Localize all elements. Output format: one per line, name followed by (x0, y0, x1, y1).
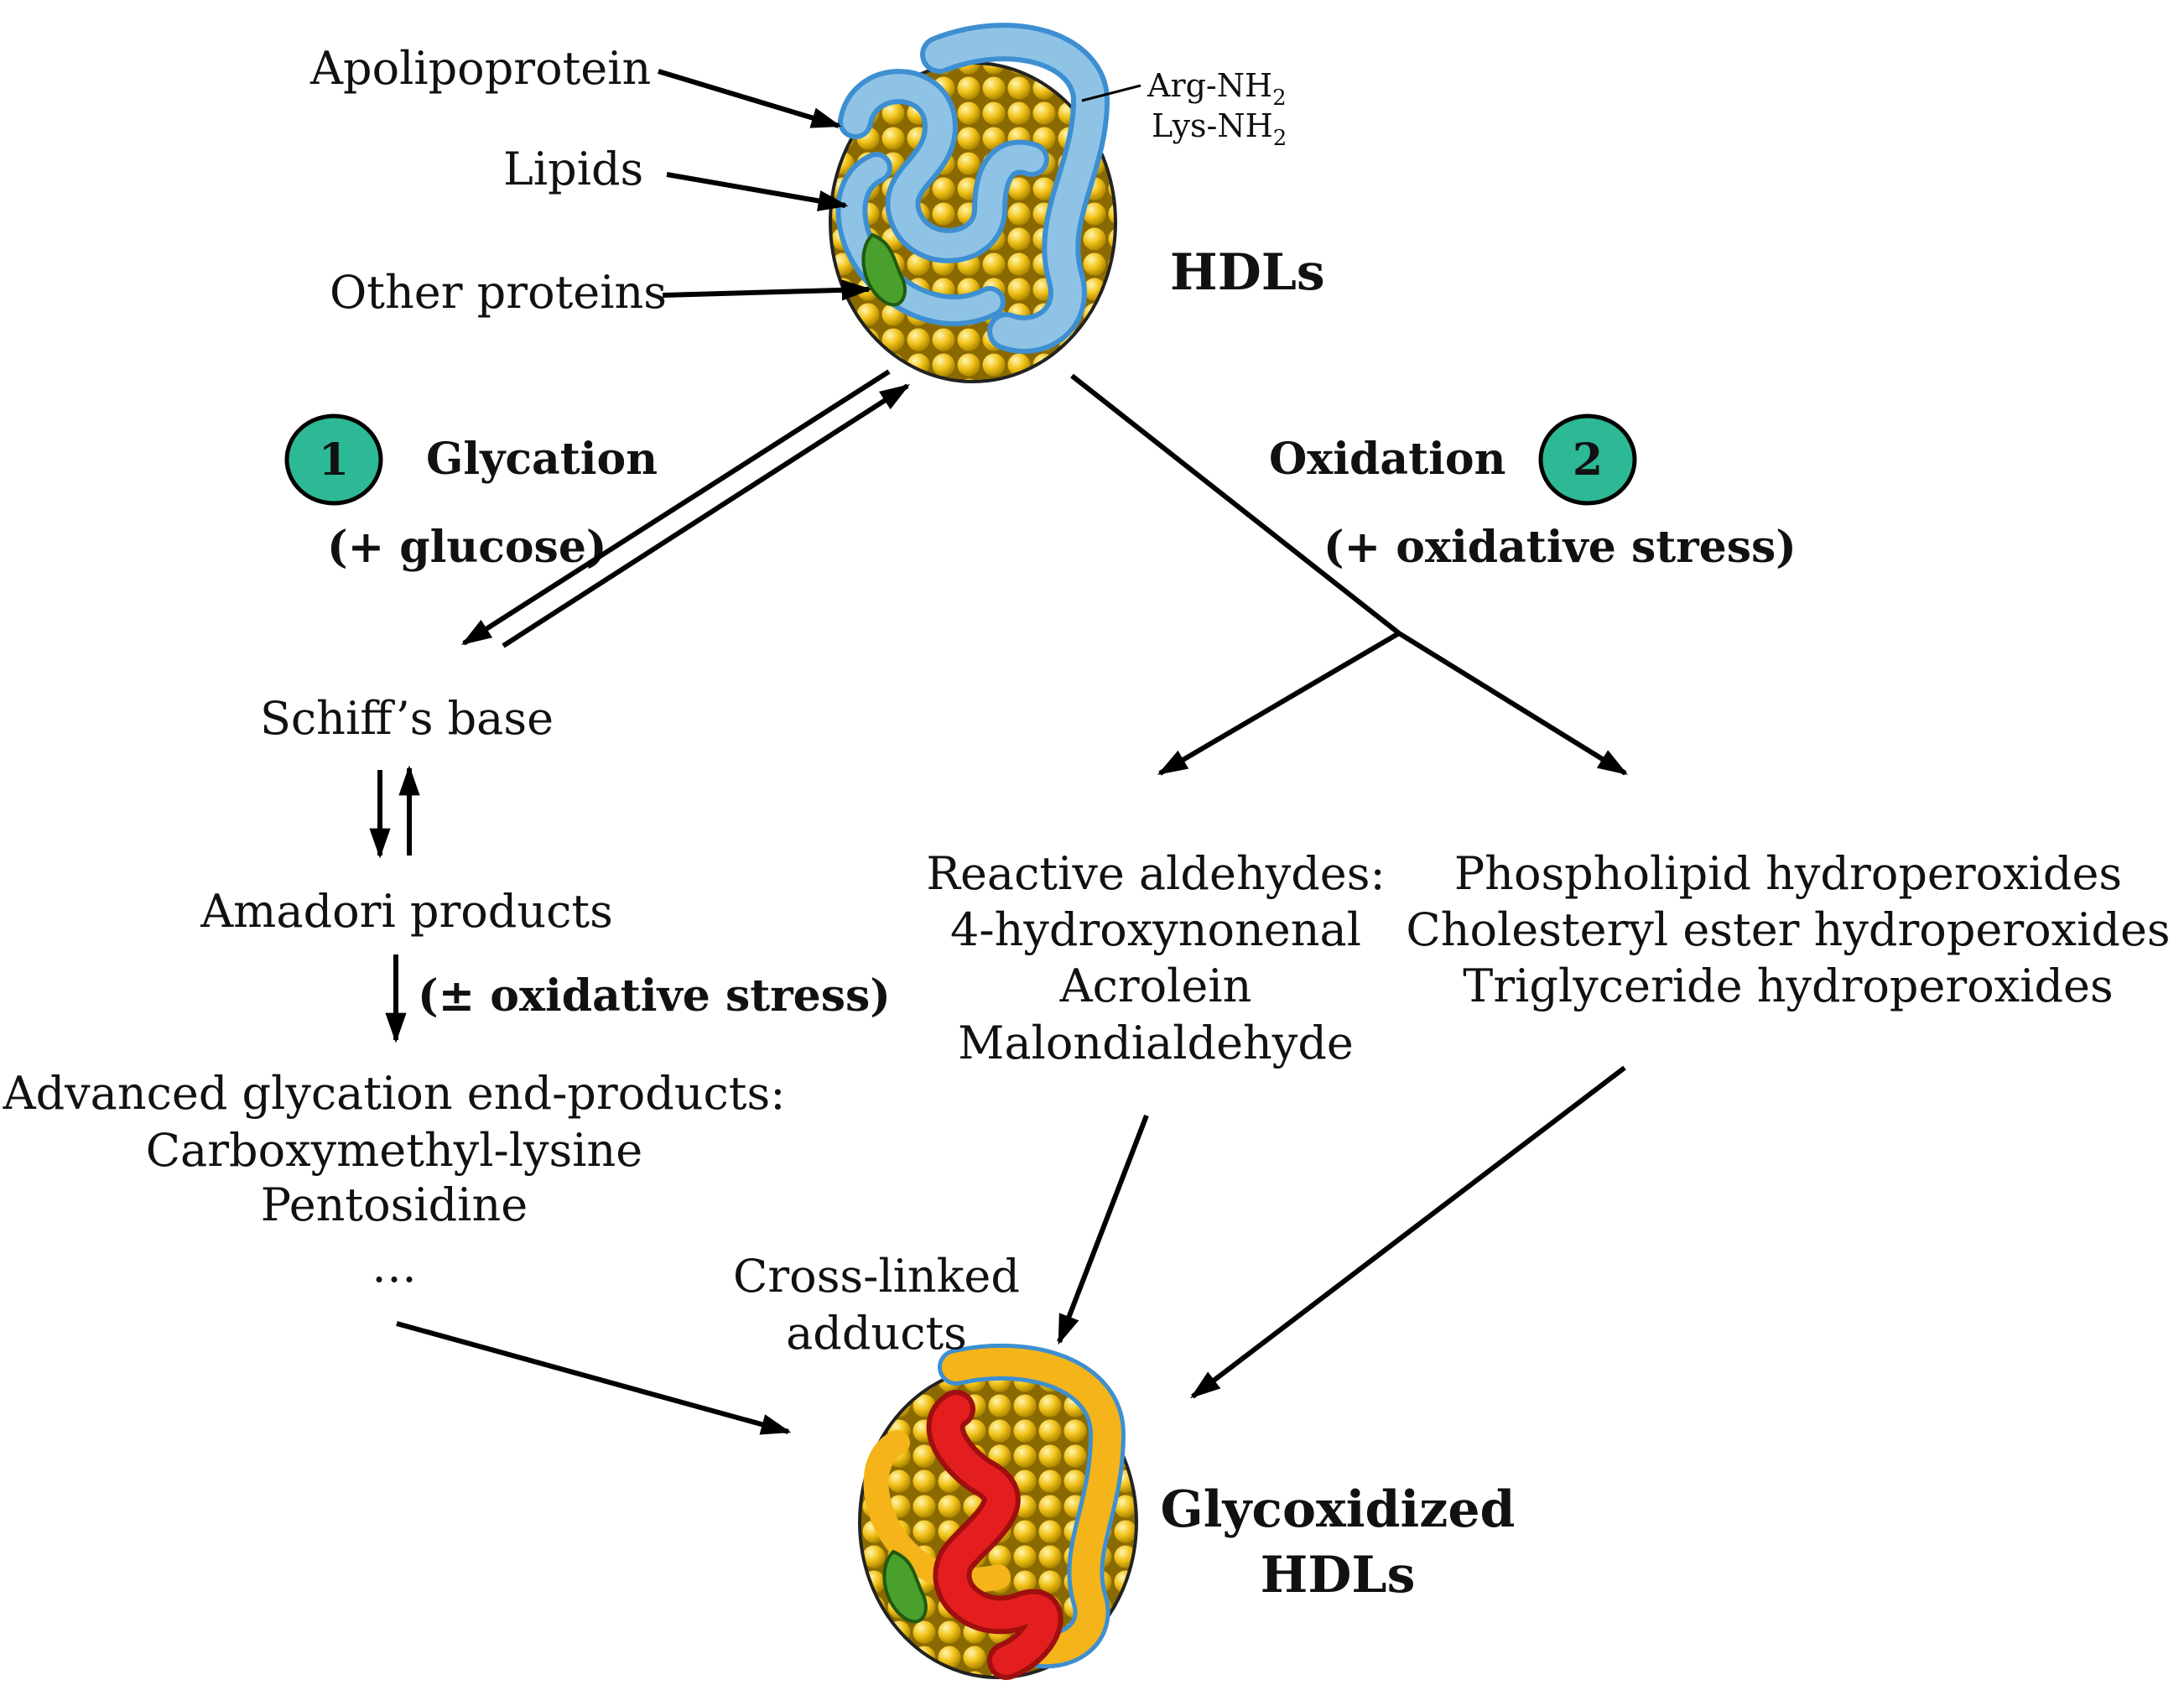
label-aldehyde-item-3: Malondialdehyde (958, 1017, 1354, 1069)
label-age-item-3: … (372, 1240, 417, 1293)
label-glucose: (+ glucose) (327, 522, 607, 573)
arrow-to-hydroperoxides (1397, 631, 1629, 776)
badge-glycation: 1 (284, 413, 383, 506)
glycation-step-number: 1 (319, 434, 349, 486)
arrow-to-aldehydes (1157, 631, 1401, 776)
residue-leader-line (1081, 84, 1141, 102)
label-hydroperoxide-2: Cholesteryl ester hydroperoxides (1406, 903, 2170, 956)
label-glycation: Glycation (426, 434, 658, 485)
oxidation-step-number: 2 (1573, 434, 1603, 486)
label-oxidative-stress: (+ oxidative stress) (1323, 522, 1797, 573)
label-amadori-oxidative-stress: (± oxidative stress) (418, 970, 891, 1022)
label-oxidation: Oxidation (1269, 434, 1505, 485)
arrow-aldehydes-to-glycoxidized (1057, 1114, 1149, 1345)
oxidation-step-badge (1538, 413, 1637, 506)
label-age-header: Advanced glycation end-products: (3, 1067, 786, 1120)
other-protein-blob-modified (882, 1549, 928, 1624)
arrow-hdl-to-schiff (460, 369, 891, 646)
hdl-particle (829, 23, 1117, 383)
label-amadori-products: Amadori products (200, 885, 613, 938)
label-lipids: Lipids (503, 143, 643, 195)
arrow-age-to-glycoxidized (396, 1321, 792, 1435)
label-apolipoprotein: Apolipoprotein (309, 42, 651, 95)
arrow-apolipoprotein (658, 69, 842, 128)
arrow-lipids (666, 172, 849, 211)
glycoxidized-hdl-particle (858, 1344, 1138, 1680)
label-schiff-base: Schiff’s base (260, 692, 554, 745)
label-age-item-2: Pentosidine (261, 1178, 528, 1231)
label-aldehydes-header: Reactive aldehydes: (926, 847, 1385, 900)
title-glycoxidized-line1: Glycoxidized (1161, 1480, 1516, 1539)
label-other-proteins: Other proteins (330, 266, 667, 319)
label-hydroperoxide-1: Phospholipid hydroperoxides (1454, 847, 2122, 900)
label-aldehyde-item-1: 4-hydroxynonenal (950, 903, 1361, 956)
label-aldehyde-item-2: Acrolein (1059, 960, 1252, 1012)
arrow-schiff-to-hdl (502, 383, 911, 648)
other-protein-blob (861, 232, 907, 307)
modified-apolipoprotein-ribbon (942, 1348, 1122, 1665)
label-age-item-1: Carboxymethyl-lysine (146, 1124, 643, 1177)
crosslinked-adduct-ribbon (931, 1395, 1058, 1675)
oxidation-trunk-line (1070, 373, 1401, 636)
title-glycoxidized-line2: HDLs (1261, 1546, 1416, 1605)
label-crosslinked-line1: Cross-linked (733, 1250, 1020, 1303)
apolipoprotein-ribbon-inner (925, 28, 1105, 349)
glycation-step-badge (284, 413, 383, 506)
label-crosslinked-line2: adducts (786, 1307, 967, 1360)
label-residue-arg: Arg-NH2 (1147, 67, 1287, 111)
arrow-hydroperoxides-to-glycoxidized (1190, 1065, 1626, 1399)
apolipoprotein-ribbon-2-inner (843, 74, 1044, 258)
label-residue-lys: Lys-NH2 (1152, 107, 1287, 151)
badge-oxidation: 2 (1538, 413, 1637, 506)
title-hdls: HDLs (1170, 243, 1325, 302)
arrow-other-proteins (662, 279, 872, 301)
label-hydroperoxide-3: Triglyceride hydroperoxides (1463, 960, 2113, 1012)
